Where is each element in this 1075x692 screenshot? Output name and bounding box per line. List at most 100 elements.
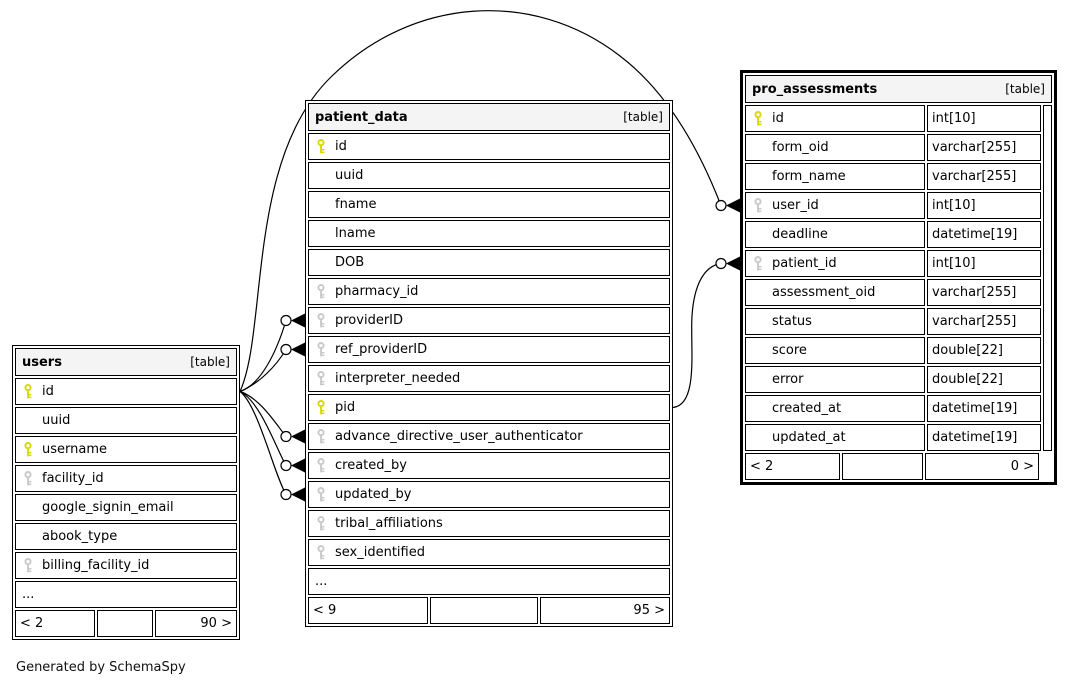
column-name-cell: uuid	[15, 407, 237, 434]
primary-key-icon	[317, 139, 325, 154]
column-name: username	[42, 442, 107, 457]
footer-right-count: 90 >	[154, 610, 237, 637]
foreign-key-icon	[754, 198, 762, 213]
column-row: providerID	[308, 307, 670, 334]
foreign-key-icon	[317, 487, 325, 502]
crowsfoot-arrow-icon	[291, 429, 305, 444]
column-name-cell: billing_facility_id	[15, 552, 237, 579]
column-row: id	[15, 378, 237, 405]
table-title: patient_data	[315, 109, 408, 125]
generated-by-note: Generated by SchemaSpy	[16, 660, 186, 675]
column-name: uuid	[42, 413, 71, 428]
column-name: assessment_oid	[772, 285, 876, 300]
column-row: billing_facility_id	[15, 552, 237, 579]
primary-key-icon	[317, 400, 325, 415]
cardinality-circle-icon	[715, 257, 727, 270]
column-row: fname	[308, 191, 670, 218]
column-row: username	[15, 436, 237, 463]
column-type: varchar[255]	[927, 163, 1041, 190]
column-name: billing_facility_id	[42, 558, 150, 573]
cardinality-circle-icon	[715, 199, 727, 212]
column-row: abook_type	[15, 523, 237, 550]
column-type: varchar[255]	[927, 279, 1041, 306]
foreign-key-icon	[317, 371, 325, 386]
column-name: updated_at	[772, 430, 846, 445]
column-name: sex_identified	[335, 545, 425, 560]
column-row: DOB	[308, 249, 670, 276]
column-row: user_id int[10]	[745, 192, 1052, 219]
table-type-badge: [table]	[623, 110, 663, 124]
crowsfoot-arrow-icon	[291, 487, 305, 502]
column-name-cell: facility_id	[15, 465, 237, 492]
column-name-cell: username	[15, 436, 237, 463]
column-name: pid	[335, 400, 356, 415]
column-name: id	[335, 139, 347, 154]
column-row: assessment_oid varchar[255]	[745, 279, 1052, 306]
column-name: ...	[315, 574, 328, 589]
table-header: pro_assessments [table]	[745, 75, 1052, 103]
column-row: lname	[308, 220, 670, 247]
column-name-cell: assessment_oid	[745, 279, 925, 306]
foreign-key-icon	[317, 545, 325, 560]
footer-right-count: 0 >	[925, 453, 1039, 480]
column-row: pharmacy_id	[308, 278, 670, 305]
footer-middle-cell	[842, 453, 923, 480]
table-header: patient_data [table]	[308, 103, 670, 131]
column-name: user_id	[772, 198, 819, 213]
column-type: int[10]	[927, 192, 1041, 219]
column-name-cell: status	[745, 308, 925, 335]
column-name-cell: pharmacy_id	[308, 278, 670, 305]
column-name-cell: updated_at	[745, 424, 925, 451]
column-name-cell: tribal_affiliations	[308, 510, 670, 537]
column-name-cell: id	[745, 105, 925, 132]
column-name-cell: deadline	[745, 221, 925, 248]
column-name: tribal_affiliations	[335, 516, 443, 531]
relationship-line	[239, 390, 287, 437]
column-name-cell: ref_providerID	[308, 336, 670, 363]
column-name-cell: advance_directive_user_authenticator	[308, 423, 670, 450]
crowsfoot-arrow-icon	[726, 198, 740, 213]
column-name: pharmacy_id	[335, 284, 419, 299]
table-footer: < 2 0 >	[745, 453, 1052, 480]
column-name-cell: id	[15, 378, 237, 405]
column-name: facility_id	[42, 471, 104, 486]
table-title: pro_assessments	[752, 81, 878, 97]
column-type: int[10]	[927, 250, 1041, 277]
column-row: updated_by	[308, 481, 670, 508]
column-row: uuid	[15, 407, 237, 434]
column-row: ref_providerID	[308, 336, 670, 363]
footer-middle-cell	[96, 610, 153, 637]
column-row: ...	[308, 568, 670, 595]
foreign-key-icon	[317, 516, 325, 531]
table-type-badge: [table]	[190, 355, 230, 369]
column-type: datetime[19]	[927, 221, 1041, 248]
relationship-line	[239, 390, 287, 466]
table-footer: < 9 95 >	[308, 597, 670, 624]
column-name: DOB	[335, 255, 365, 270]
column-name: ...	[22, 587, 35, 602]
column-name: updated_by	[335, 487, 412, 502]
column-row: sex_identified	[308, 539, 670, 566]
column-type: double[22]	[927, 337, 1041, 364]
foreign-key-icon	[317, 342, 325, 357]
column-row: pid	[308, 394, 670, 421]
relationship-line	[239, 320, 287, 393]
foreign-key-icon	[317, 458, 325, 473]
column-name: ref_providerID	[335, 342, 428, 357]
column-name-cell: lname	[308, 220, 670, 247]
column-name-cell: sex_identified	[308, 539, 670, 566]
foreign-key-icon	[317, 313, 325, 328]
column-name-cell: updated_by	[308, 481, 670, 508]
column-name-cell: interpreter_needed	[308, 365, 670, 392]
column-name-cell: DOB	[308, 249, 670, 276]
